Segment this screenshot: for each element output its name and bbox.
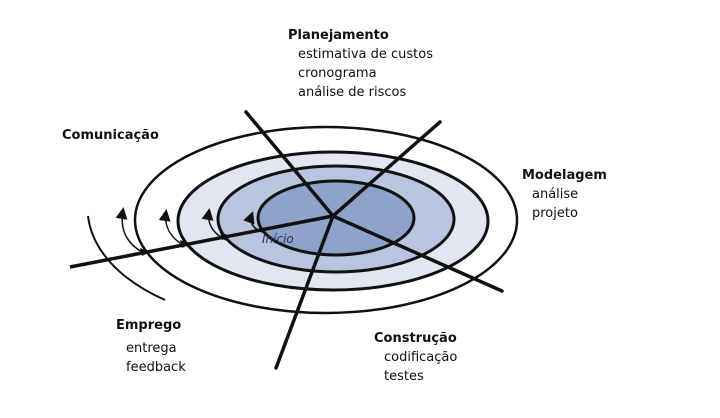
sector-emprego: Emprego entrega feedback xyxy=(116,316,186,377)
sector-item: testes xyxy=(384,369,424,384)
sector-item: codificação xyxy=(384,350,458,365)
sector-title: Modelagem xyxy=(522,168,607,183)
start-label: Início xyxy=(262,232,294,246)
sector-item: feedback xyxy=(126,360,186,375)
sector-title: Comunicação xyxy=(62,128,159,143)
sector-item: análise de riscos xyxy=(298,85,407,100)
start-axis-arrow xyxy=(69,214,334,269)
sector-comunicacao: Comunicação xyxy=(62,126,159,145)
sector-title: Construção xyxy=(374,331,457,346)
axis-arrowheads xyxy=(140,232,230,256)
sector-item: projeto xyxy=(532,206,578,221)
sector-item: entrega xyxy=(126,341,177,356)
sector-item: análise xyxy=(532,187,579,202)
sector-modelagem: Modelagem análise projeto xyxy=(522,166,607,223)
sector-construcao: Construção codificação testes xyxy=(374,329,457,386)
sector-item: cronograma xyxy=(298,66,377,81)
sector-title: Emprego xyxy=(116,318,182,333)
sector-title: Planejamento xyxy=(288,28,389,43)
sector-item: estimativa de custos xyxy=(298,47,433,62)
sector-planejamento: Planejamento estimativa de custos cronog… xyxy=(288,26,433,102)
sector-dividers xyxy=(244,110,504,370)
spiral-outer-arc xyxy=(87,215,166,301)
